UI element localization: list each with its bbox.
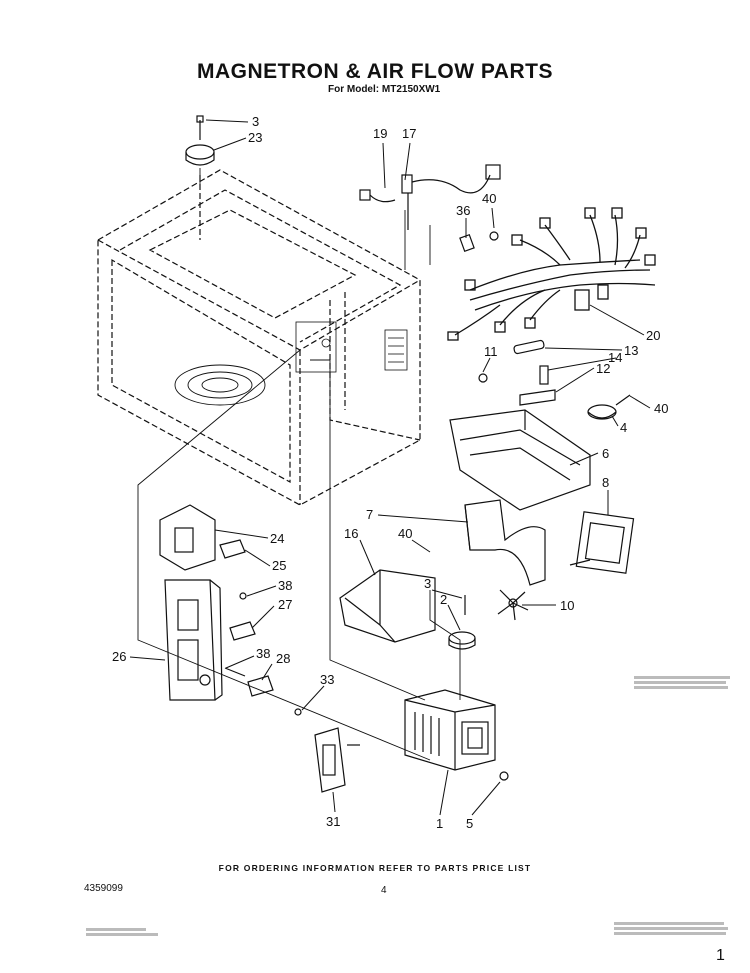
callout-38: 38 [278,578,292,593]
harness-clips [459,231,499,253]
fan-blade [497,589,529,621]
magnetron [404,689,509,781]
callout-16: 16 [344,526,358,541]
oven-cavity [97,169,421,506]
door-release [314,727,360,793]
callout-31: 31 [326,814,340,829]
page-title: MAGNETRON & AIR FLOW PARTS [197,60,553,83]
turntable-rings [174,364,266,406]
callout-2: 2 [440,592,447,607]
callout-12: 12 [596,361,610,376]
thermostat-magnetron [448,595,476,650]
page-number: 4 [381,885,387,896]
callout-40: 40 [398,526,412,541]
callout-40: 40 [654,401,668,416]
power-cord [359,164,501,230]
callout-33: 33 [320,672,334,687]
fuse-assembly [478,339,556,406]
wiring-harness [447,207,656,341]
callout-40: 40 [482,191,496,206]
callout-36: 36 [456,203,470,218]
latch-bracket [164,579,223,701]
thermal-cutout [587,394,631,420]
callout-23: 23 [248,130,262,145]
callout-14: 14 [608,350,622,365]
callout-24: 24 [270,531,284,546]
callout-20: 20 [646,328,660,343]
ordering-info: FOR ORDERING INFORMATION REFER TO PARTS … [218,863,532,873]
callout-10: 10 [560,598,574,613]
thermostat-top [185,115,215,166]
callout-27: 27 [278,597,292,612]
interlock-switches [224,621,302,716]
document-number: 4359099 [84,883,123,894]
callout-13: 13 [624,343,638,358]
callout-7: 7 [366,507,373,522]
callout-3: 3 [424,576,431,591]
callout-17: 17 [402,126,416,141]
callout-4: 4 [620,420,627,435]
callout-19: 19 [373,126,387,141]
callout-28: 28 [276,651,290,666]
callout-numbers: 3 23 19 17 36 40 20 11 13 14 12 40 4 6 8… [112,114,668,831]
leader-lines [137,168,461,761]
vent-slots [295,321,408,373]
callout-11: 11 [484,344,498,359]
callout-5: 5 [466,816,473,831]
callout-38: 38 [256,646,270,661]
fan-shroud [464,499,546,586]
callout-25: 25 [272,558,286,573]
corner-mark: 1 [716,947,725,964]
waveguide [339,569,436,643]
air-duct [449,409,591,511]
callout-3: 3 [252,114,259,129]
callout-1: 1 [436,816,443,831]
callout-8: 8 [602,475,609,490]
model-subtitle: For Model: MT2150XW1 [328,84,441,95]
fine-print-top [634,676,730,689]
fine-print-left [86,928,158,936]
interlock-switch-upper [159,504,247,600]
callout-26: 26 [112,649,126,664]
callout-6: 6 [602,446,609,461]
fan-motor [569,511,635,574]
callout-leaders [129,119,651,816]
fine-print-right [614,922,728,935]
